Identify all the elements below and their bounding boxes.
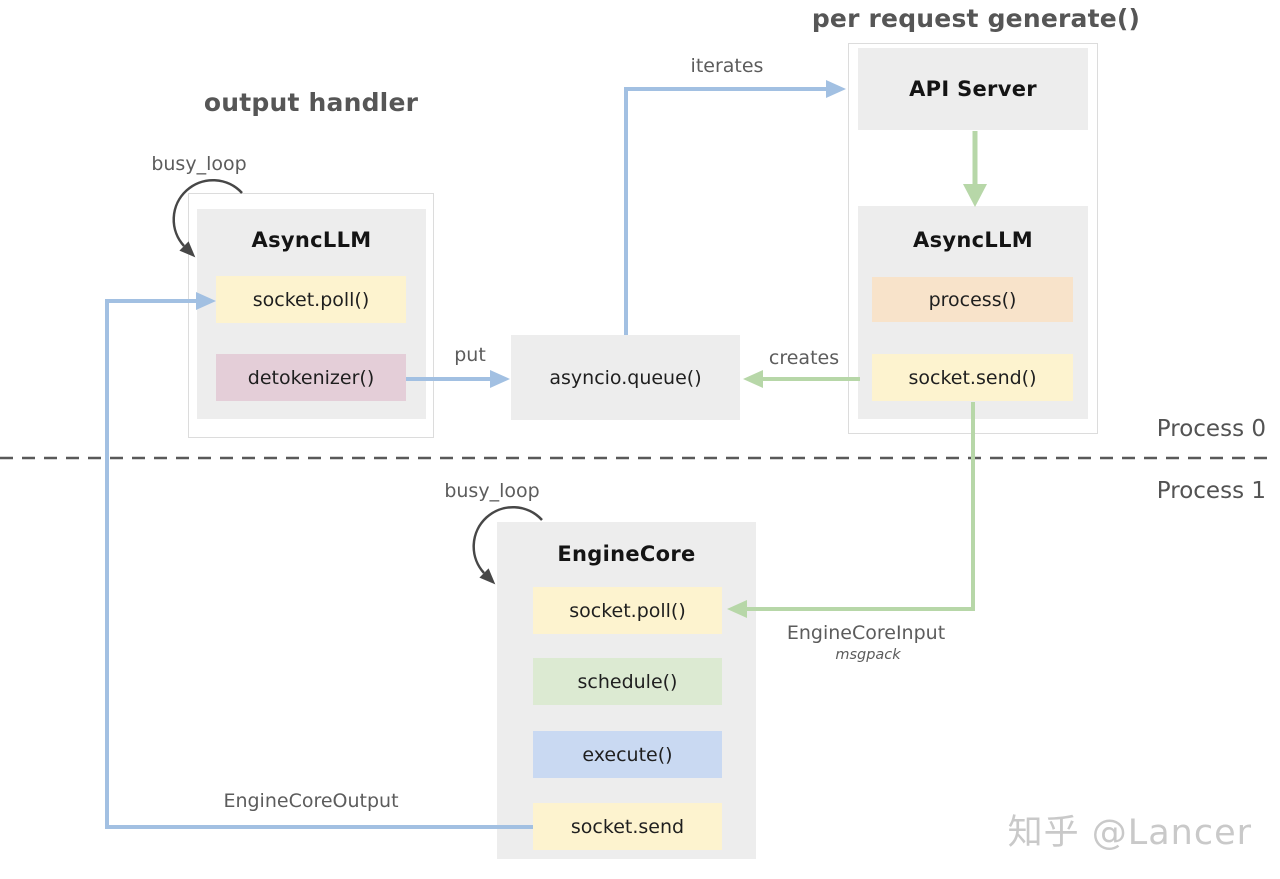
- api-server-box: API Server: [858, 48, 1088, 130]
- output-handler-title: output handler: [203, 88, 419, 117]
- arrow-put-head: [490, 370, 510, 388]
- per-request-generate-title: per request generate(): [811, 4, 1141, 33]
- edge-label-msgpack: msgpack: [835, 647, 901, 663]
- busy-loop-label-left: busy_loop: [151, 153, 247, 175]
- schedule-block: schedule(): [533, 658, 722, 705]
- process-1-label: Process 1: [1156, 478, 1266, 504]
- socket-send-block-right: socket.send(): [872, 354, 1073, 401]
- busy-loop-arrowhead-engine: [479, 568, 496, 585]
- execute-block: execute(): [533, 731, 722, 778]
- socket-poll-block-left: socket.poll(): [216, 276, 406, 323]
- arrow-iterates-head: [826, 80, 846, 98]
- busy-loop-arrowhead-left: [179, 241, 196, 258]
- process-0-label: Process 0: [1156, 416, 1266, 442]
- busy-loop-label-engine: busy_loop: [444, 480, 540, 502]
- socket-send-block-engine: socket.send: [533, 803, 722, 850]
- engine-core-label: EngineCore: [557, 542, 696, 566]
- detokenizer-block: detokenizer(): [216, 354, 406, 401]
- watermark: 知乎 @Lancer: [1007, 813, 1252, 853]
- socket-poll-block-engine: socket.poll(): [533, 587, 722, 634]
- edge-label-iterates: iterates: [690, 55, 764, 77]
- arrow-api-to-asyncllm-head: [963, 184, 987, 207]
- busy-loop-arc-left: [172, 179, 243, 247]
- edge-label-creates: creates: [768, 347, 840, 369]
- arrow-engine-core-input-head: [727, 600, 747, 618]
- arrow-engine-core-output-head: [196, 292, 216, 310]
- arrow-engine-core-input-line: [745, 402, 975, 611]
- edge-label-engine-core-output: EngineCoreOutput: [223, 790, 399, 812]
- arrow-engine-core-output-line: [105, 299, 533, 829]
- process-block: process(): [872, 277, 1073, 322]
- arrow-creates-head: [743, 370, 763, 388]
- edge-label-put: put: [454, 344, 486, 366]
- busy-loop-arc-engine: [472, 506, 543, 574]
- edge-label-engine-core-input: EngineCoreInput: [786, 622, 946, 644]
- asyncllm-right-label: AsyncLLM: [913, 228, 1033, 252]
- arrow-iterates-line: [624, 87, 828, 335]
- asyncio-queue-box: asyncio.queue(): [511, 335, 740, 420]
- api-server-label: API Server: [909, 77, 1037, 101]
- asyncllm-left-label: AsyncLLM: [251, 228, 372, 252]
